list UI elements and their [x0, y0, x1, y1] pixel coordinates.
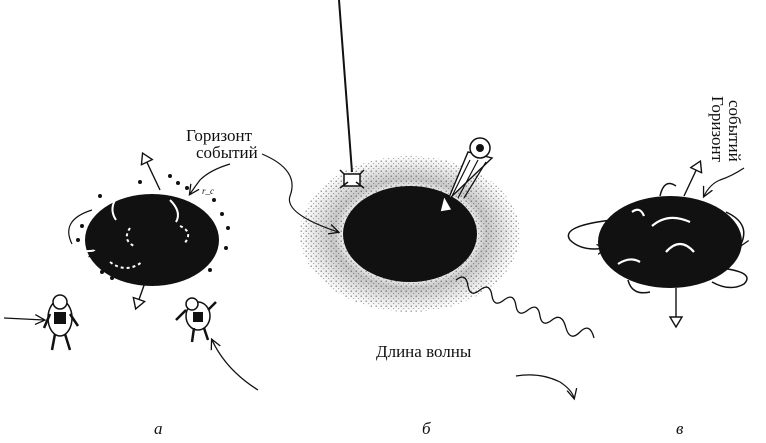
panel-c: Горизонт событий в [567, 96, 748, 438]
panel-a: r_c Горизонт событий а [3, 126, 259, 438]
wavelength-pointer [515, 374, 574, 398]
orbit-loop-bottom-right [711, 267, 748, 289]
inner-arc-1 [617, 258, 641, 265]
horizon-label-c-line2: событий [725, 100, 744, 162]
astronaut-left-arrow [3, 318, 44, 320]
orbit-loop-left [567, 219, 613, 249]
tethered-probe [339, 169, 365, 189]
panel-label-a: а [154, 419, 163, 438]
panel-b: Длина волны б [261, 0, 595, 438]
wavelength-label: Длина волны [376, 342, 472, 361]
orbit-loop-right [725, 211, 744, 246]
inner-arc-2 [651, 216, 691, 227]
orbit-loop-bottom-left [627, 279, 651, 294]
astronaut-left [42, 294, 80, 351]
small-rc-label: r_c [202, 186, 214, 196]
black-hole-b [343, 186, 477, 282]
inner-loop-3 [109, 261, 143, 269]
horizon-label-a: Горизонт событий [186, 126, 258, 162]
panel-label-c: в [676, 419, 684, 438]
horizon-pointer-b [261, 153, 338, 232]
escape-arrow-c-up [683, 162, 700, 197]
escape-arrow-down [136, 273, 149, 308]
inner-loop-4 [169, 199, 179, 223]
astronaut-right [175, 297, 217, 343]
black-hole-c [598, 196, 742, 288]
horizon-pointer-a [190, 163, 231, 194]
wavelength-wave [455, 276, 595, 339]
horizon-label-a-line2: событий [196, 143, 258, 162]
particle-dots-a [76, 174, 230, 280]
inner-loop-2 [179, 225, 190, 245]
horizon-label-a-line1: Горизонт [186, 126, 253, 145]
inner-loop-1 [125, 227, 135, 247]
escape-arrow-up [143, 154, 161, 191]
horizon-label-c-line1: Горизонт [708, 96, 727, 163]
infalling-astronaut [439, 137, 494, 213]
horizon-pointer-c [704, 167, 745, 196]
astronaut-right-arrow [212, 340, 259, 391]
tether-line [338, 0, 353, 173]
black-hole-a [85, 194, 219, 286]
inner-arc-4 [631, 208, 646, 217]
orbit-loop-top [659, 182, 677, 197]
horizon-label-c: Горизонт событий [708, 96, 744, 166]
svg-text:Горизонт событий: Горизонт событий [708, 96, 744, 166]
panel-label-b: б [422, 419, 431, 438]
inner-arc-3 [665, 242, 695, 253]
inner-loop-5 [111, 195, 119, 221]
